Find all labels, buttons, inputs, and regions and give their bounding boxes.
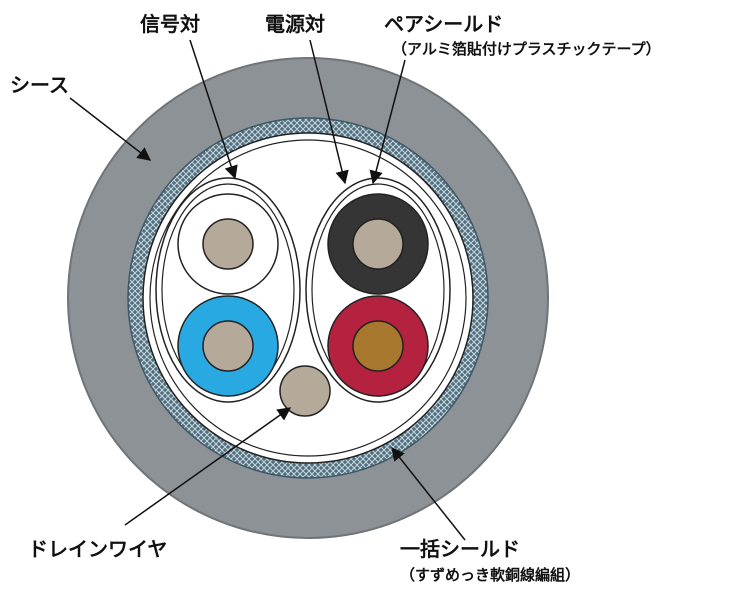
- label-signal-pair: 信号対: [140, 12, 200, 36]
- leader-overall-shield: [391, 446, 466, 541]
- label-pair-shield: ペアシールド: [384, 12, 503, 36]
- leader-pair-shield: [369, 59, 406, 185]
- signal-wire-white-conductor: [202, 218, 254, 270]
- power-wire-red-conductor: [352, 320, 404, 372]
- power-wire-black-conductor: [352, 218, 404, 270]
- label-drain-wire: ドレインワイヤ: [28, 537, 167, 561]
- leader-power-pair: [309, 39, 349, 185]
- inner-wrap: [149, 139, 467, 457]
- label-overall-shield-note: （すずめっき軟銅線編組）: [400, 566, 580, 584]
- leader-sheath: [69, 97, 152, 161]
- label-power-pair: 電源対: [265, 12, 325, 36]
- label-sheath: シース: [10, 73, 69, 97]
- leader-signal-pair: [189, 39, 238, 180]
- label-overall-shield: 一括シールド: [400, 537, 520, 561]
- label-pair-shield-note: （アルミ箔貼付けプラスチックテープ）: [392, 40, 661, 58]
- leader-drain-wire: [124, 407, 292, 526]
- drain-wire: [279, 365, 331, 417]
- signal-wire-blue-conductor: [202, 320, 254, 372]
